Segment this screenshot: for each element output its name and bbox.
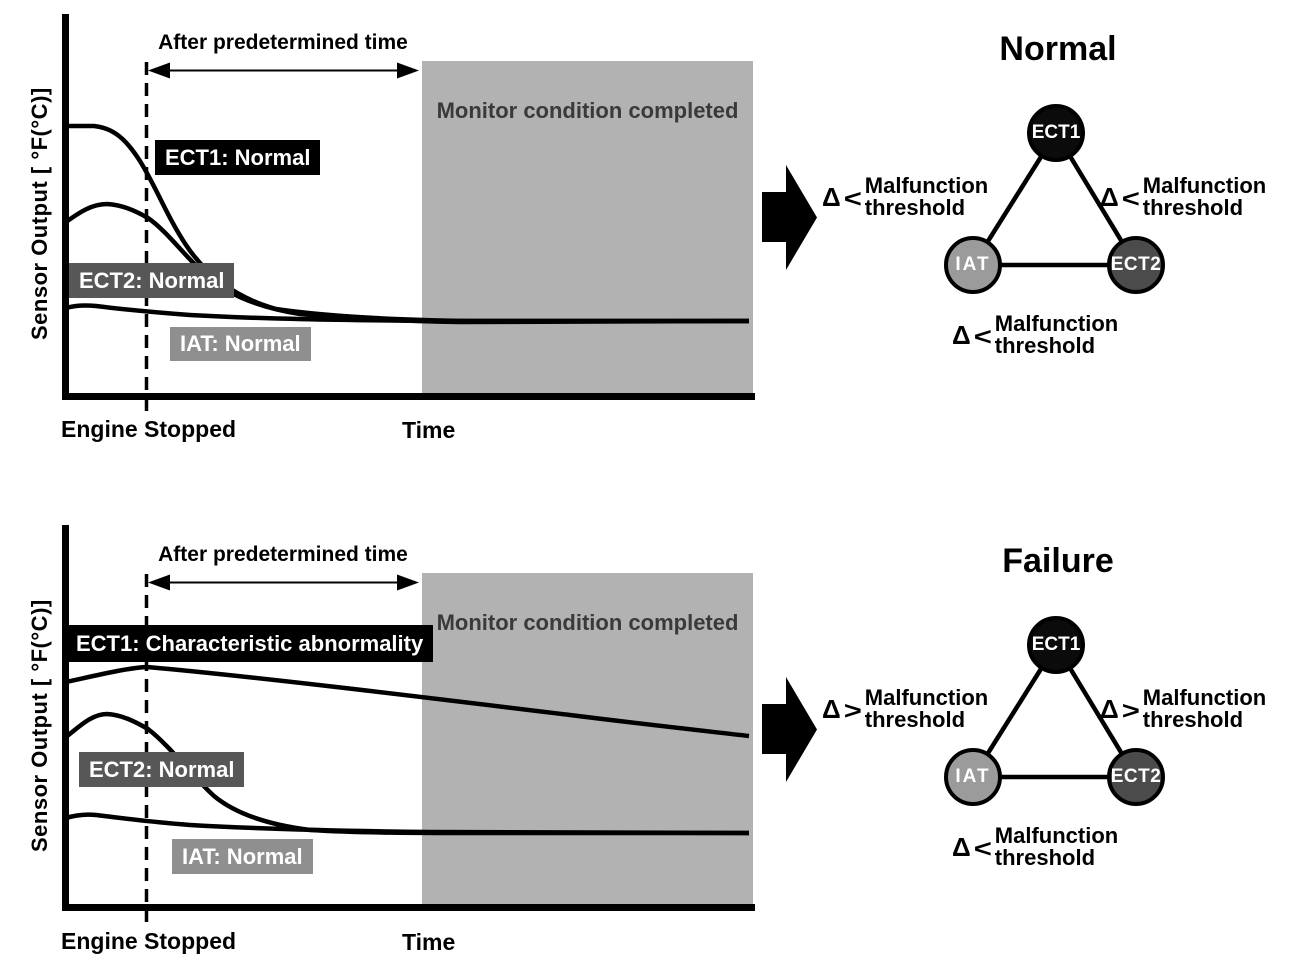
comparator-symbol: < <box>1121 184 1140 213</box>
delta-symbol: Δ <box>822 694 841 724</box>
threshold-label-right: Δ < Malfunction threshold <box>1100 175 1266 219</box>
x-axis-failure <box>62 904 755 911</box>
threshold-label-left: Δ < Malfunction threshold <box>822 175 988 219</box>
threshold-text-line1: Malfunction <box>1142 173 1267 198</box>
threshold-text-line2: threshold <box>864 195 966 220</box>
x-axis-normal <box>62 393 755 400</box>
ect2-curve-label: ECT2: Normal <box>69 263 235 298</box>
y-axis-failure <box>62 525 69 911</box>
iat-curve-label: IAT: Normal <box>172 839 313 874</box>
y-axis-label: Sensor Output [ °F(°C)] <box>27 87 52 340</box>
threshold-text-line1: Malfunction <box>994 311 1119 336</box>
ect1-node: ECT1 <box>1027 616 1085 674</box>
comparator-symbol: > <box>1121 696 1140 725</box>
delta-symbol: Δ <box>952 832 971 862</box>
threshold-label-bottom: Δ < Malfunction threshold <box>952 825 1118 869</box>
after-time-label: After predetermined time <box>158 31 408 54</box>
threshold-text-line2: threshold <box>1142 195 1244 220</box>
threshold-text-line2: threshold <box>994 333 1096 358</box>
threshold-label-bottom: Δ < Malfunction threshold <box>952 313 1118 357</box>
delta-symbol: Δ <box>1100 182 1119 212</box>
threshold-text-line2: threshold <box>864 707 966 732</box>
ect1-curve-label: ECT1: Normal <box>155 140 321 175</box>
after-time-span-arrow <box>148 62 419 79</box>
diagram-title-failure: Failure <box>1002 542 1114 580</box>
iat-node: IAT <box>944 748 1002 806</box>
delta-symbol: Δ <box>1100 694 1119 724</box>
comparator-symbol: < <box>973 834 992 863</box>
delta-symbol: Δ <box>822 182 841 212</box>
threshold-text-line2: threshold <box>994 845 1096 870</box>
threshold-text-line1: Malfunction <box>864 173 989 198</box>
threshold-label-left: Δ > Malfunction threshold <box>822 687 988 731</box>
monitor-completed-label: Monitor condition completed <box>436 610 739 635</box>
time-axis-label: Time <box>402 417 456 443</box>
threshold-text-line2: threshold <box>1142 707 1244 732</box>
diagram-title-normal: Normal <box>999 30 1117 68</box>
engine-stopped-label: Engine Stopped <box>61 928 237 954</box>
comparator-symbol: < <box>843 184 862 213</box>
ect1-node: ECT1 <box>1027 104 1085 162</box>
ect2-curve-label: ECT2: Normal <box>79 752 245 787</box>
delta-symbol: Δ <box>952 320 971 350</box>
threshold-text-line1: Malfunction <box>1142 685 1267 710</box>
right-arrow-icon <box>762 677 817 782</box>
monitor-completed-label: Monitor condition completed <box>436 98 739 123</box>
after-time-label: After predetermined time <box>158 543 408 566</box>
ect2-node: ECT2 <box>1107 748 1165 806</box>
comparator-symbol: > <box>843 696 862 725</box>
threshold-text-line1: Malfunction <box>864 685 989 710</box>
time-axis-label: Time <box>402 929 456 955</box>
right-arrow-icon <box>762 165 817 270</box>
ect1-curve-label: ECT1: Characteristic abnormality <box>66 625 434 662</box>
threshold-label-right: Δ > Malfunction threshold <box>1100 687 1266 731</box>
after-time-span-arrow <box>148 574 419 591</box>
y-axis-normal <box>62 14 69 400</box>
y-axis-label: Sensor Output [ °F(°C)] <box>27 599 52 852</box>
threshold-text-line1: Malfunction <box>994 823 1119 848</box>
comparator-symbol: < <box>973 322 992 351</box>
engine-stopped-label: Engine Stopped <box>61 416 237 442</box>
ect2-node: ECT2 <box>1107 236 1165 294</box>
iat-node: IAT <box>944 236 1002 294</box>
iat-curve-label: IAT: Normal <box>170 327 311 361</box>
